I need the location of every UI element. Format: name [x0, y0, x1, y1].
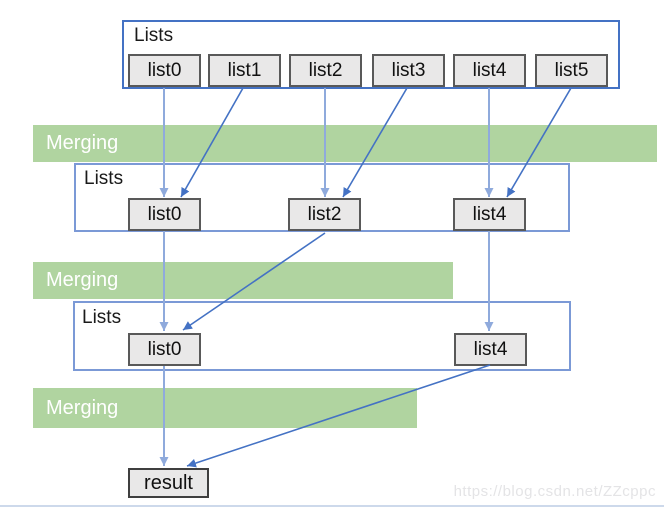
merging-band-1: Merging [33, 125, 657, 162]
merging-band-3: Merging [33, 388, 417, 428]
row1-list0-box: list0 [128, 54, 201, 87]
result-box: result [128, 468, 209, 498]
row1-list3-box: list3 [372, 54, 445, 87]
row2-list0-box: list0 [128, 198, 201, 231]
row1-list5-box: list5 [535, 54, 608, 87]
row2-list4-box: list4 [453, 198, 526, 231]
row3-lists-label: Lists [82, 307, 122, 328]
watermark-text: https://blog.csdn.net/ZZcppc [453, 483, 656, 500]
row1-list1-box: list1 [208, 54, 281, 87]
row1-lists-label: Lists [134, 25, 174, 46]
row3-list0-box: list0 [128, 333, 201, 366]
merging-band-2: Merging [33, 262, 453, 299]
bottom-divider-line [0, 505, 664, 507]
row1-list2-box: list2 [289, 54, 362, 87]
row2-list2-box: list2 [288, 198, 361, 231]
row2-lists-label: Lists [84, 168, 124, 189]
row1-list4-box: list4 [453, 54, 526, 87]
row3-list4-box: list4 [454, 333, 527, 366]
